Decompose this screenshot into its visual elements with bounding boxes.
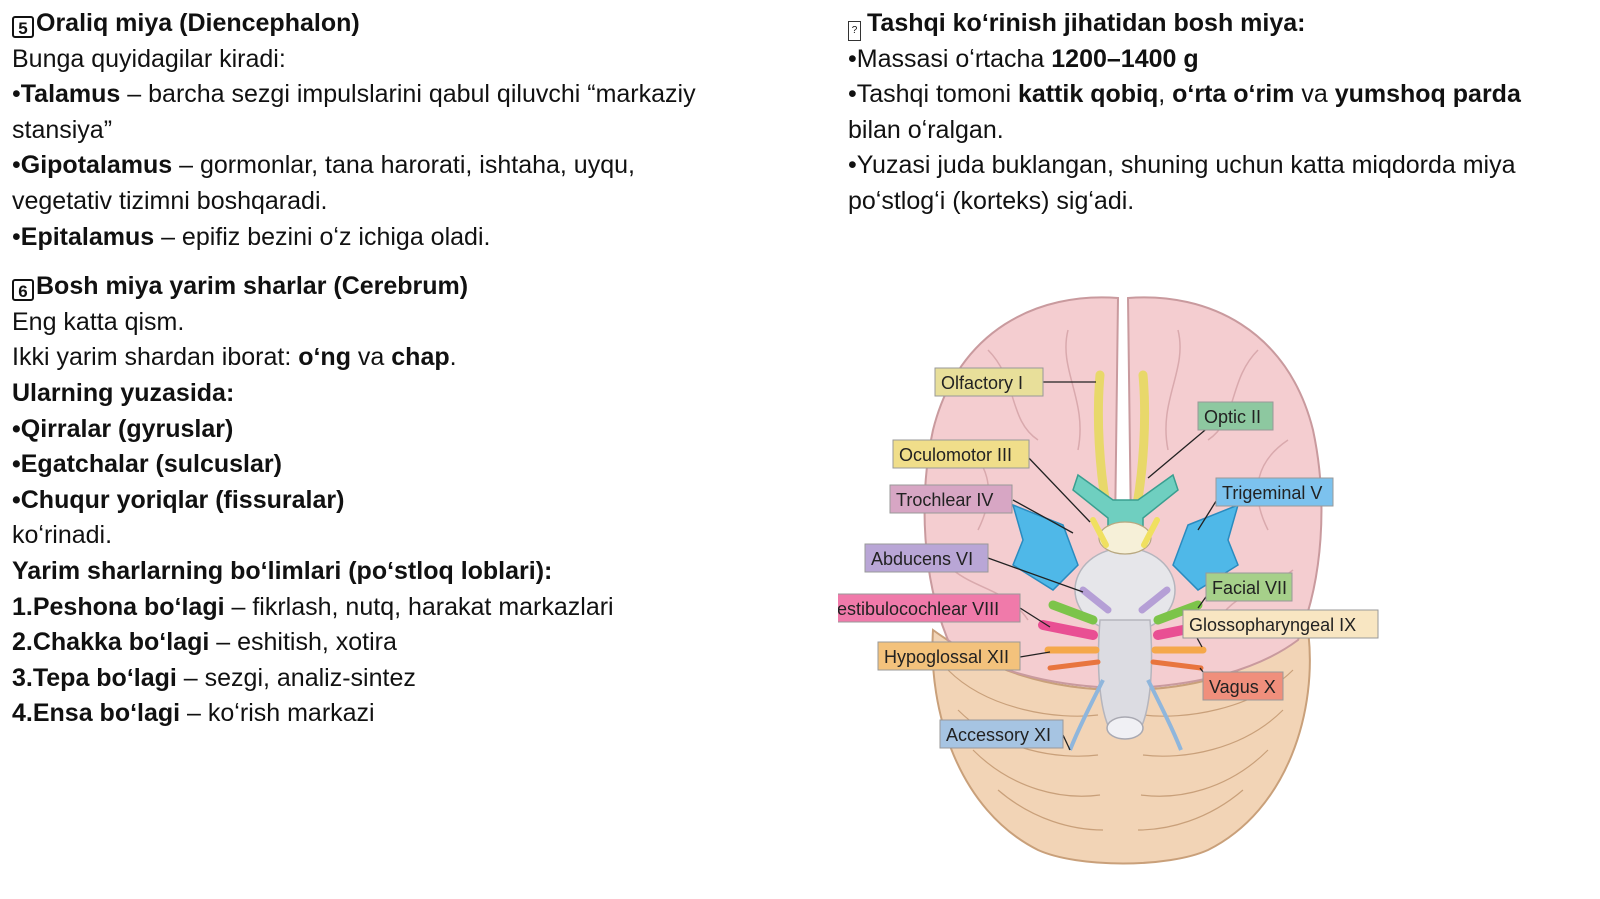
- cerebellum-folia: [947, 669, 1294, 831]
- olfactory-tract-right: [1132, 370, 1150, 510]
- oculomotor-nerve-r: [1141, 517, 1160, 548]
- optic-label: Optic II: [1204, 407, 1261, 427]
- trochlear-label: Trochlear IV: [896, 490, 993, 510]
- oculomotor-nerve: [1090, 517, 1109, 548]
- accessory-label-bg: [939, 719, 1064, 749]
- cranial-nerves-diagram: Olfactory I Optic II Oculomotor III Troc…: [838, 290, 1408, 870]
- missing-glyph-icon: ?: [848, 21, 861, 41]
- number-6-keycap-icon: 6: [12, 279, 34, 302]
- number-5-keycap-icon: 5: [12, 16, 34, 38]
- facial-label: Facial VII: [1212, 578, 1287, 598]
- mammillary-area: [1098, 521, 1152, 555]
- mass-text: •Massasi oʻrtacha 1200–1400 g: [848, 44, 1199, 73]
- accessory-label: Accessory XI: [946, 725, 1051, 745]
- facial-label-bg: [1205, 572, 1293, 602]
- vagus-nerve: [1047, 659, 1101, 671]
- section-5-intro: Bunga quyidagilar kiradi:: [12, 44, 286, 73]
- surface-text: •Yuzasi juda buklangan, shuning uchun ka…: [848, 151, 1516, 180]
- gipotalamus-item-cont: vegetativ tizimni boshqaradi.: [12, 186, 328, 215]
- epitalamus-item: •Epitalamus – epifiz bezini oʻz ichiga o…: [12, 222, 491, 251]
- optic-label-bg: [1197, 401, 1274, 431]
- vagus-label-bg: [1202, 671, 1284, 701]
- covering-text: •Tashqi tomoni kattik qobiq, oʻrta oʻrim…: [848, 80, 1521, 109]
- lobe-occipital: 4.Ensa boʻlagi – koʻrish markazi: [12, 699, 375, 728]
- accessory-nerve-r: [1146, 679, 1183, 751]
- vestibulocochlear-label-bg: [838, 593, 1021, 623]
- lobe-frontal: 1.Peshona boʻlagi – fikrlash, nutq, hara…: [12, 592, 614, 621]
- oculomotor-label: Oculomotor III: [899, 445, 1012, 465]
- olfactory-label-bg: [934, 367, 1044, 397]
- oculomotor-label-bg: [892, 439, 1030, 469]
- abducens-nerve: [1079, 586, 1112, 614]
- talamus-item: •Talamus – barcha sezgi impulslarini qab…: [12, 80, 696, 109]
- facial-nerve: [1048, 600, 1098, 625]
- brain-svg: Olfactory I Optic II Oculomotor III Troc…: [838, 296, 1379, 865]
- facial-nerve-r: [1153, 600, 1203, 625]
- hypoglossal-label-bg: [877, 641, 1021, 671]
- surface-text-cont: poʻstlogʻi (korteks) sigʻadi.: [848, 186, 1135, 215]
- lobes-title: Yarim sharlarning boʻlimlari (poʻstloq l…: [12, 556, 553, 585]
- talamus-item-cont: stansiya”: [12, 115, 113, 144]
- lobe-temporal: 2.Chakka boʻlagi – eshitish, xotira: [12, 628, 397, 657]
- vagus-label: Vagus X: [1209, 677, 1276, 697]
- abducens-label: Abducens VI: [871, 549, 973, 569]
- hypoglossal-label: Hypoglossal XII: [884, 647, 1009, 667]
- surface-title: Ularning yuzasida:: [12, 378, 235, 407]
- surface-item-sulcus: •Egatchalar (sulcuslar): [12, 450, 282, 479]
- vestibulocochlear-label: Vestibulocochlear VIII: [838, 599, 999, 619]
- covering-text-cont: bilan oʻralgan.: [848, 115, 1004, 144]
- surface-item-fissure: •Chuqur yoriqlar (fissuralar): [12, 485, 345, 514]
- surface-end-text: koʻrinadi.: [12, 521, 113, 550]
- optic-chiasm: [1072, 473, 1179, 536]
- right-heading: ? Tashqi koʻrinish jihatidan bosh miya:: [848, 6, 1588, 42]
- glossopharyngeal-label: Glossopharyngeal IX: [1189, 615, 1356, 635]
- accessory-nerve: [1068, 679, 1105, 751]
- hemispheres-text: Ikki yarim shardan iborat: oʻng va chap.: [12, 343, 457, 372]
- nerve-labels: Olfactory I Optic II Oculomotor III Troc…: [838, 367, 1379, 749]
- section-5-title: Oraliq miya (Diencephalon): [36, 9, 360, 37]
- trigeminal-label-bg: [1215, 477, 1334, 507]
- glossopharyngeal-label-bg: [1182, 609, 1379, 639]
- right-title: Tashqi koʻrinish jihatidan bosh miya:: [867, 9, 1306, 37]
- abducens-nerve-r: [1138, 586, 1171, 614]
- gipotalamus-item: •Gipotalamus – gormonlar, tana harorati,…: [12, 151, 635, 180]
- vestibulocochlear-nerve: [1038, 620, 1098, 640]
- trigeminal-right: [1172, 503, 1240, 591]
- cerebrum-size-text: Eng katta qism.: [12, 307, 185, 336]
- vagus-nerve-r: [1150, 659, 1204, 671]
- surface-item-gyrus: •Qirralar (gyruslar): [12, 414, 234, 443]
- spinal-cord-section: [1106, 716, 1144, 740]
- section-6-title: Bosh miya yarim sharlar (Cerebrum): [36, 272, 469, 301]
- abducens-label-bg: [864, 543, 989, 573]
- olfactory-label: Olfactory I: [941, 373, 1023, 393]
- trochlear-label-bg: [889, 484, 1013, 514]
- medulla: [1097, 619, 1153, 731]
- right-column: ? Tashqi koʻrinish jihatidan bosh miya: •…: [848, 6, 1588, 220]
- trigeminal-label: Trigeminal V: [1222, 483, 1322, 503]
- lobe-parietal: 3.Tepa boʻlagi – sezgi, analiz-sintez: [12, 663, 416, 692]
